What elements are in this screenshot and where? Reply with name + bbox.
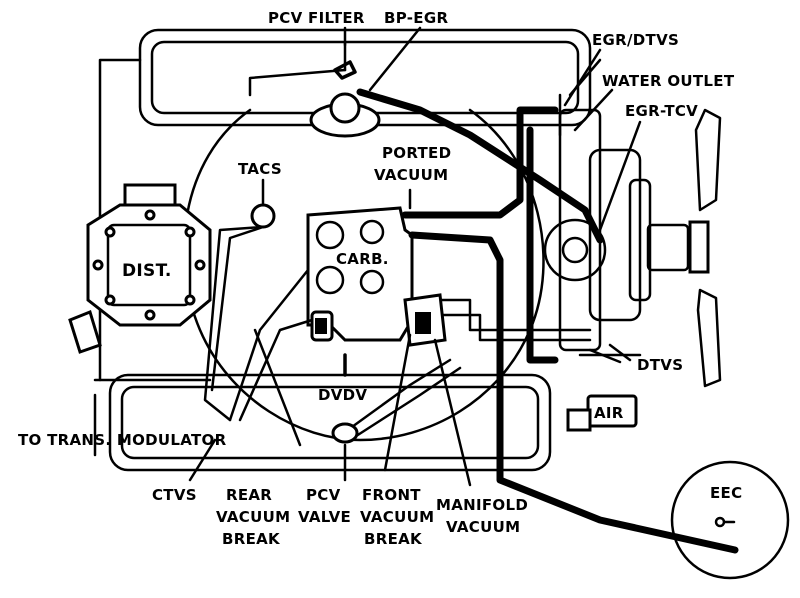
front-vacuum-break-label-line1: FRONT	[362, 486, 421, 504]
pcv-valve-label-line2: VALVE	[298, 508, 351, 526]
manifold-vacuum-label-line1: MANIFOLD	[436, 496, 528, 514]
front-vacuum-break-label-line3: BREAK	[364, 530, 423, 548]
carburetor-label: CARB.	[336, 250, 389, 268]
pcv-filter-label: PCV FILTER	[268, 9, 365, 27]
distributor-label: DIST.	[122, 261, 172, 281]
rear-vacuum-break	[310, 310, 334, 342]
main-vacuum-hoses	[356, 88, 739, 554]
egr-dtvs-label: EGR/DTVS	[592, 31, 679, 49]
bottom-valve-cover	[108, 373, 552, 472]
eec-label: EEC	[710, 484, 742, 502]
front-vacuum-break	[403, 293, 447, 347]
dvdv-label: DVDV	[318, 386, 367, 404]
tacs-label: TACS	[238, 160, 282, 178]
ported-vacuum-label-line1: PORTED	[382, 144, 451, 162]
air-label: AIR	[594, 404, 624, 422]
bp-egr-valve	[309, 92, 381, 138]
tacs-valve	[250, 203, 276, 229]
front-vacuum-break-label-line2: VACUUM	[360, 508, 434, 526]
rear-vacuum-break-label-line3: BREAK	[222, 530, 281, 548]
to-trans-modulator-label: TO TRANS. MODULATOR	[18, 431, 227, 449]
pcv-valve	[331, 422, 359, 444]
ctvs-label: CTVS	[152, 486, 197, 504]
distributor: DIST.	[68, 183, 212, 354]
water-outlet-label: WATER OUTLET	[602, 72, 735, 90]
rear-vacuum-break-label-line1: REAR	[226, 486, 272, 504]
eec-canister: EEC	[670, 460, 790, 580]
pcv-valve-label-line1: PCV	[306, 486, 341, 504]
manifold-vacuum-label-line2: VACUUM	[446, 518, 520, 536]
bp-egr-label: BP-EGR	[384, 9, 448, 27]
leader-lines	[188, 26, 642, 487]
dtvs-label: DTVS	[637, 356, 683, 374]
ported-vacuum-label-line2: VACUUM	[374, 166, 448, 184]
fan	[646, 108, 722, 388]
callout-labels: PCV FILTER BP-EGR EGR/DTVS WATER OUTLET …	[18, 9, 735, 548]
egr-tcv-label: EGR-TCV	[625, 102, 698, 120]
air-pump: AIR	[566, 394, 638, 432]
rear-vacuum-break-label-line2: VACUUM	[216, 508, 290, 526]
thin-vacuum-lines	[93, 40, 642, 457]
